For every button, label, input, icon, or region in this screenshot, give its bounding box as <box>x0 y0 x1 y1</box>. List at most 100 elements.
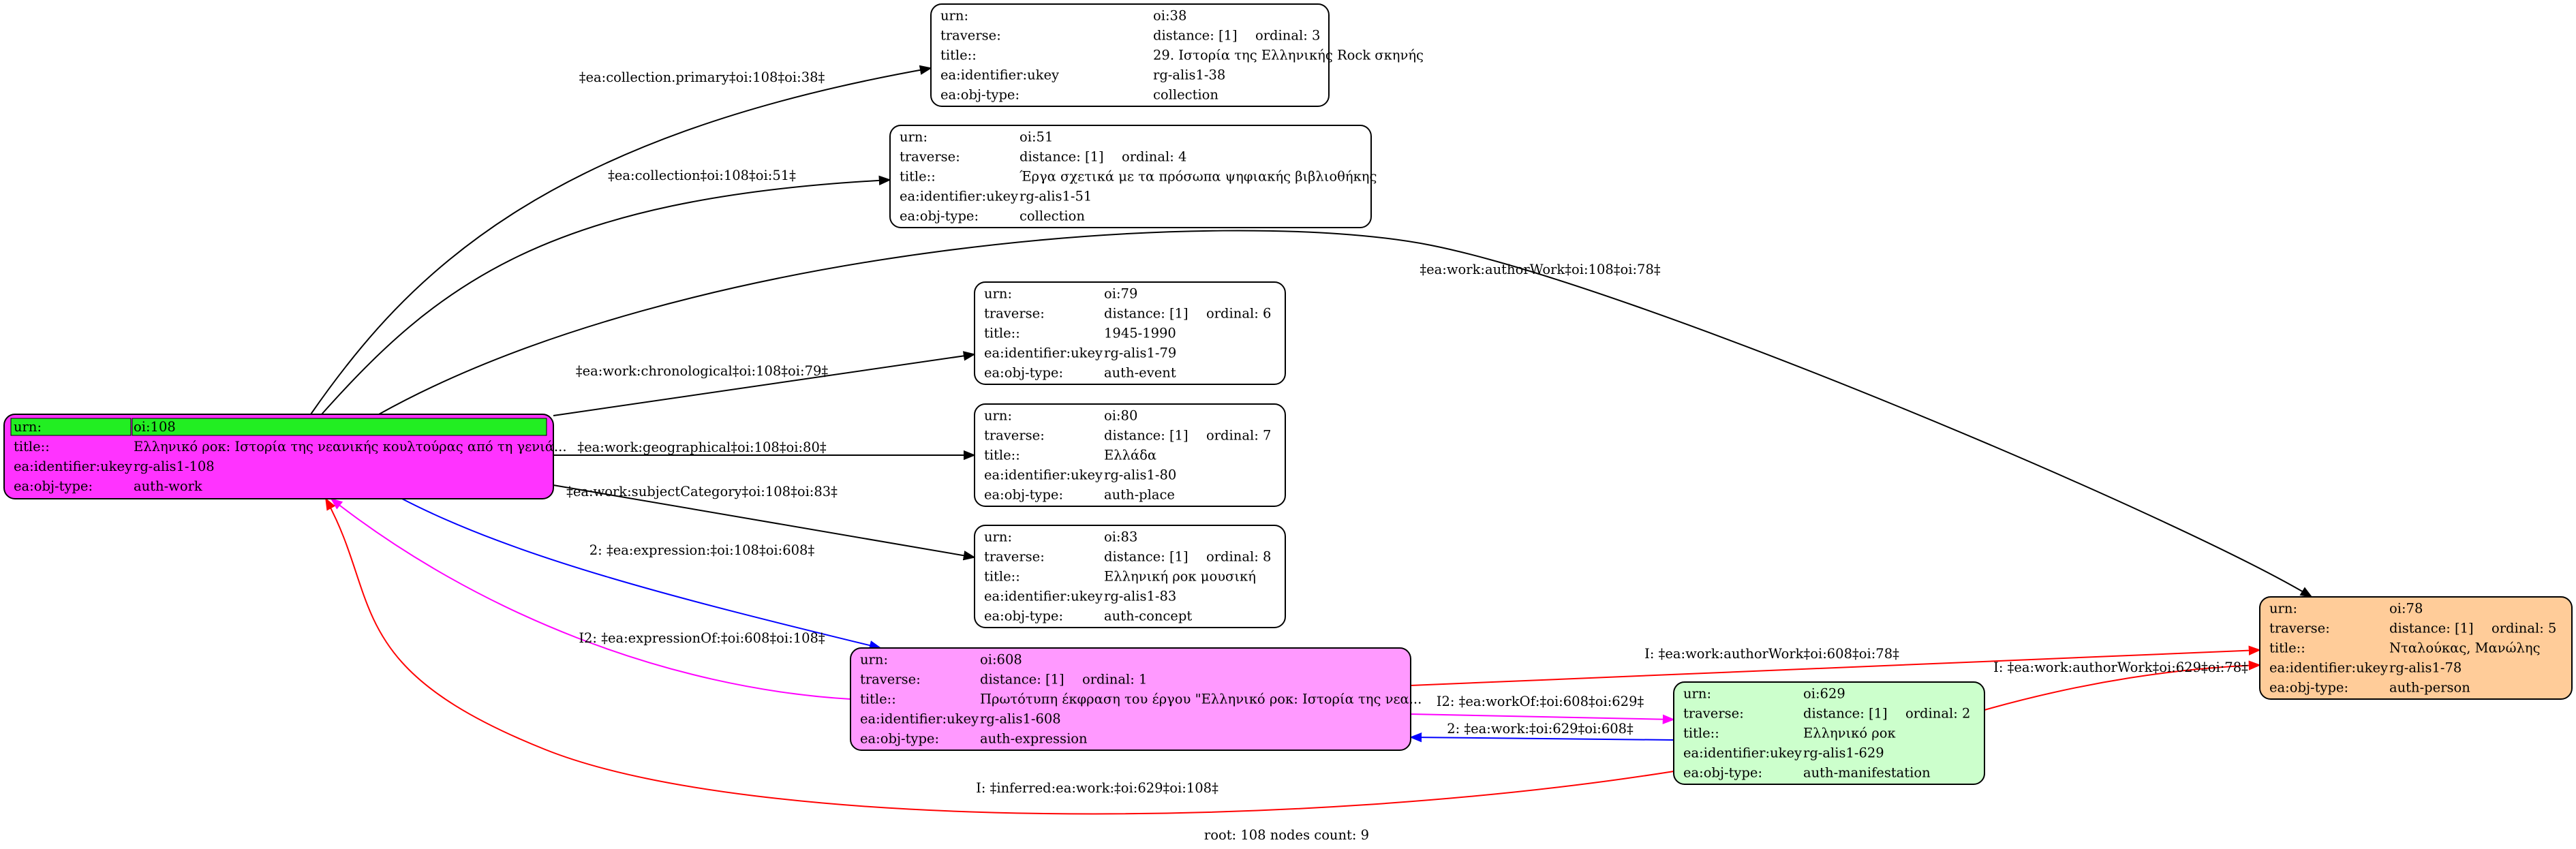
node-field-value: distance: [1] <box>1104 306 1189 322</box>
node-field-ordinal: ordinal: 6 <box>1206 306 1271 322</box>
edge-label: 2: ‡ea:expression:‡oi:108‡oi:608‡ <box>589 542 815 558</box>
node-field-value: distance: [1] <box>2389 621 2474 636</box>
node-field-key: title:: <box>1683 726 1719 741</box>
node-field-value: oi:38 <box>1153 8 1186 24</box>
edge-oi608-to-oi78 <box>1410 645 2261 686</box>
node-box <box>974 281 1286 385</box>
node-field-key: traverse: <box>984 428 1045 444</box>
node-field-key: ea:obj-type: <box>984 487 1063 503</box>
node-field-key: urn: <box>900 129 927 145</box>
node-field-key: title:: <box>984 569 1020 585</box>
node-field-value: auth-work <box>134 478 202 494</box>
edge-label: ‡ea:work:authorWork‡oi:108‡oi:78‡ <box>1420 262 1660 277</box>
node-field-key: traverse: <box>2269 621 2330 636</box>
node-field-key: traverse: <box>940 28 1001 44</box>
urn-highlight-value <box>132 418 547 436</box>
node-field-key: title:: <box>940 48 977 63</box>
node-box <box>974 525 1286 628</box>
node-oi-608[interactable]: urn: oi:608 traverse: distance: [1] ordinal:… <box>850 647 1422 751</box>
node-field-key: traverse: <box>860 672 921 688</box>
edge-oi629-to-oi608 <box>1409 732 1674 743</box>
edge-oi608-to-oi629 <box>1410 713 1675 724</box>
node-field-value: oi:608 <box>980 652 1022 668</box>
node-field-key: ea:obj-type: <box>940 87 1019 103</box>
node-field-key: urn: <box>860 652 888 668</box>
node-box <box>930 3 1330 107</box>
node-field-value: Ελληνική ροκ μουσική <box>1104 569 1256 585</box>
node-field-value: auth-event <box>1104 365 1176 381</box>
edge-label: I2: ‡ea:workOf:‡oi:608‡oi:629‡ <box>1437 694 1644 709</box>
node-field-key: ea:obj-type: <box>900 209 979 224</box>
node-field-value: distance: [1] <box>980 672 1064 688</box>
node-field-value: rg-alis1-80 <box>1104 467 1176 483</box>
node-field-key: traverse: <box>984 549 1045 565</box>
node-field-key: title:: <box>984 448 1020 463</box>
graph-footer: root: 108 nodes count: 9 <box>1204 827 1369 843</box>
node-field-value: rg-alis1-608 <box>980 711 1061 727</box>
node-field-key: urn: <box>984 529 1012 545</box>
node-field-value: 29. Ιστορία της Ελληνικής Rock σκηνής <box>1153 48 1424 63</box>
node-field-value: oi:80 <box>1104 408 1137 424</box>
edge-oi608-to-oi108 <box>330 497 851 700</box>
node-field-value: oi:78 <box>2389 601 2423 617</box>
edge-label-layer: ‡ea:collection.primary‡oi:108‡oi:38‡ ‡ea:… <box>566 70 2248 796</box>
node-field-value: distance: [1] <box>1153 28 1238 44</box>
node-field-ordinal: ordinal: 8 <box>1206 549 1271 565</box>
node-box <box>974 403 1286 507</box>
node-field-key: ea:identifier:ukey <box>14 459 132 474</box>
node-box <box>2259 596 2573 700</box>
edge-label: I: ‡inferred:ea:work:‡oi:629‡oi:108‡ <box>976 780 1218 796</box>
node-field-key: ea:obj-type: <box>984 608 1063 624</box>
node-field-ordinal: ordinal: 3 <box>1255 28 1320 44</box>
node-field-key: ea:obj-type: <box>14 478 93 494</box>
edge-oi108-to-oi78 <box>378 230 2313 598</box>
node-field-key: urn: <box>1683 686 1711 702</box>
edge-label: ‡ea:work:subjectCategory‡oi:108‡oi:83‡ <box>566 484 838 499</box>
node-field-value: distance: [1] <box>1803 706 1888 722</box>
node-field-key: urn: <box>2269 601 2297 617</box>
node-field-value: rg-alis1-38 <box>1153 67 1225 83</box>
node-field-value: rg-alis1-83 <box>1104 589 1176 604</box>
node-field-key: title:: <box>860 692 896 707</box>
node-field-key: ea:identifier:ukey <box>984 467 1103 483</box>
node-field-value: rg-alis1-51 <box>1019 189 1092 204</box>
node-field-key: ea:obj-type: <box>1683 765 1762 781</box>
node-field-value: auth-manifestation <box>1803 765 1931 781</box>
node-field-key: urn: <box>984 408 1012 424</box>
node-field-value: rg-alis1-108 <box>134 459 215 474</box>
node-field-value: rg-alis1-629 <box>1803 745 1884 761</box>
node-oi-78[interactable]: urn: oi:78 traverse: distance: [1] ordinal: … <box>2259 596 2573 700</box>
edge-label: ‡ea:work:chronological‡oi:108‡oi:79‡ <box>576 363 829 379</box>
edge-label: I: ‡ea:work:authorWork‡oi:629‡oi:78‡ <box>1993 660 2248 675</box>
node-field-ordinal: ordinal: 4 <box>1122 149 1186 165</box>
node-field-value: auth-place <box>1104 487 1175 503</box>
node-field-value: distance: [1] <box>1104 549 1189 565</box>
node-field-key: urn: <box>14 419 42 435</box>
node-field-value: oi:629 <box>1803 686 1845 702</box>
node-field-key: ea:identifier:ukey <box>2269 660 2388 676</box>
node-box <box>1673 681 1985 785</box>
node-field-key: ea:identifier:ukey <box>1683 745 1802 761</box>
edge-oi629-to-oi78 <box>1984 660 2261 711</box>
node-box <box>850 647 1411 751</box>
edge-oi108-to-oi79 <box>553 351 976 416</box>
edge-label: ‡ea:collection.primary‡oi:108‡oi:38‡ <box>579 70 825 85</box>
node-field-key: title:: <box>2269 640 2305 656</box>
node-field-ordinal: ordinal: 5 <box>2491 621 2556 636</box>
node-field-key: ea:obj-type: <box>860 731 939 747</box>
node-field-ordinal: ordinal: 1 <box>1082 672 1147 688</box>
node-field-key: ea:obj-type: <box>2269 680 2348 696</box>
node-field-key: ea:obj-type: <box>984 365 1063 381</box>
node-field-key: title:: <box>900 169 936 185</box>
node-field-value: collection <box>1153 87 1218 103</box>
edge-oi629-to-oi108 <box>325 497 1674 815</box>
node-field-value: oi:108 <box>134 419 176 435</box>
